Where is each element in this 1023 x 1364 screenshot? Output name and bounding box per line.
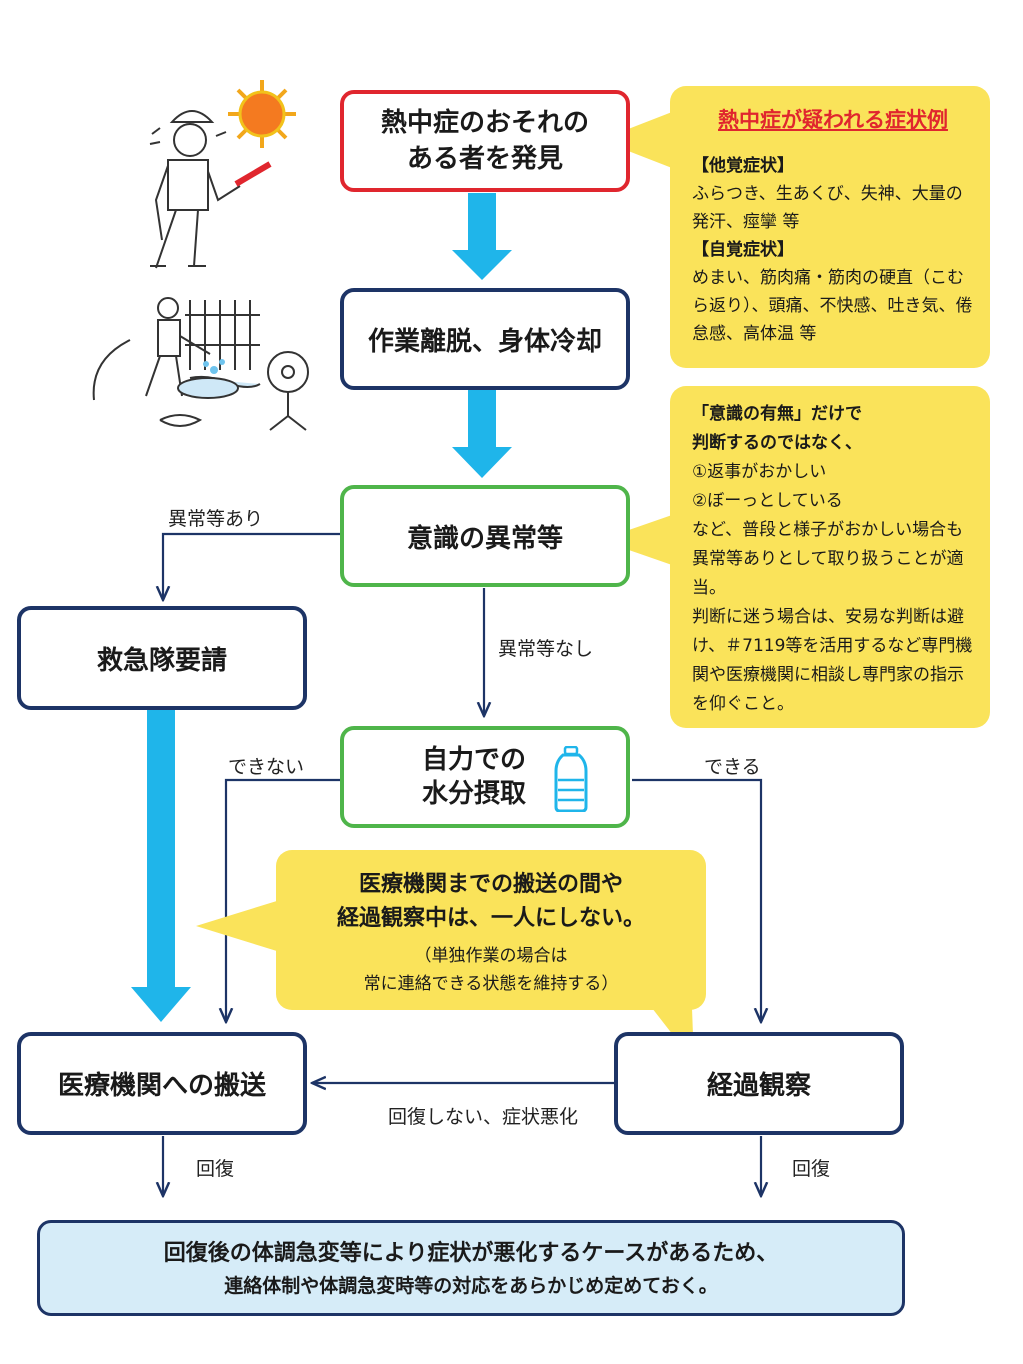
sun-icon [228,80,296,148]
callout-pointer-symptoms [600,112,672,168]
callout-alone: 医療機関までの搬送の間や 経過観察中は、一人にしない。 （単独作業の場合は 常に… [276,850,706,1010]
callout-consciousness-note: 「意識の有無」だけで 判断するのではなく、 ①返事がおかしい ②ぼーっとしている… [670,386,990,728]
line-can [632,778,761,1022]
node-transport: 医療機関への搬送 [17,1032,307,1135]
cyan-arrow-discover-to-cool [452,193,512,280]
footer-line1: 回復後の体調急変等により症状が悪化するケースがあるため、 [163,1241,779,1266]
node-transport-label: 医療機関への搬送 [57,1071,266,1101]
edge-label-recovered-right: 回復 [792,1158,831,1180]
callout-symptoms-other-text: ふらつき、生あくび、失神、大量の発汗、痙攣 等 [692,184,963,232]
line-cannot [226,778,340,1022]
line-abnormal-yes [163,532,340,600]
callout-symptoms-self-text: めまい、筋肉痛・筋肉の硬直（こむら返り）、頭痛、不快感、吐き気、倦怠感、高体温 … [692,268,973,344]
node-ambulance-label: 救急隊要請 [96,645,227,676]
node-discover-label: 熱中症のおそれの ある者を発見 [380,108,589,174]
edge-label-can: できる [704,756,761,778]
footer-line2: 連絡体制や体調急変時等の対応をあらかじめ定めておく。 [224,1275,718,1297]
callout-consciousness-body: など、普段と様子がおかしい場合も異常等ありとして取り扱うことが適当。 判断に迷う… [692,520,973,714]
heatstroke-worker-illustration [149,110,272,269]
node-hydration-label: 自力での 水分摂取 [422,745,527,809]
node-ambulance: 救急隊要請 [17,606,307,710]
edge-label-recovered-left: 回復 [196,1158,235,1180]
callout-symptoms-self-heading: 【自覚症状】 [692,240,794,260]
fence-illustration [185,300,260,370]
cyan-arrow-ambulance-to-transport [131,710,191,1022]
edge-label-not-recovered: 回復しない、症状悪化 [388,1106,579,1128]
node-consciousness: 意識の異常等 [340,485,630,587]
cooling-worker-illustration [92,297,309,431]
node-observe-label: 経過観察 [706,1071,811,1101]
edge-label-abnormal-no: 異常等なし [498,638,594,660]
callout-pointer-consciousness [600,515,672,565]
callout-symptoms: 熱中症が疑われる症状例 【他覚症状】 ふらつき、生あくび、失神、大量の発汗、痙攣… [670,86,990,368]
callout-symptoms-other-heading: 【他覚症状】 [692,156,794,176]
water-bottle-icon [554,746,588,812]
cyan-arrow-cool-to-consciousness [452,390,512,478]
node-consciousness-label: 意識の異常等 [406,523,563,554]
node-hydration: 自力での 水分摂取 [340,726,630,828]
edge-label-abnormal-yes: 異常等あり [168,508,264,530]
node-discover: 熱中症のおそれの ある者を発見 [340,90,630,192]
edge-label-cannot: できない [228,756,305,778]
callout-symptoms-title: 熱中症が疑われる症状例 [718,108,948,132]
callout-alone-sub: （単独作業の場合は 常に連絡できる状態を維持する） [363,946,619,994]
node-observe: 経過観察 [614,1032,904,1135]
footer-note: 回復後の体調急変等により症状が悪化するケースがあるため、 連絡体制や体調急変時等… [37,1220,905,1316]
callout-alone-main: 医療機関までの搬送の間や 経過観察中は、一人にしない。 [336,872,645,931]
callout-consciousness-lead: 「意識の有無」だけで 判断するのではなく、 [692,404,862,453]
node-cool-label: 作業離脱、身体冷却 [367,326,602,357]
callout-pointer-alone-left [196,900,280,952]
callout-consciousness-item1: ①返事がおかしい [692,462,827,482]
node-cool: 作業離脱、身体冷却 [340,288,630,390]
callout-consciousness-item2: ②ぼーっとしている [692,491,843,511]
